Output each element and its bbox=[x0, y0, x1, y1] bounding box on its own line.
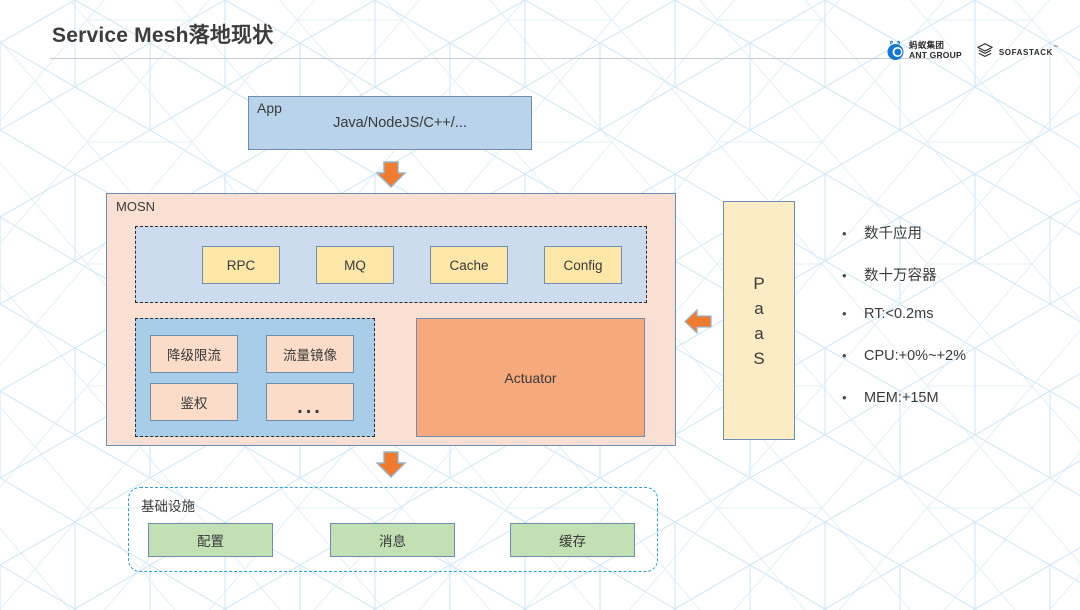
bullet-marker: • bbox=[842, 348, 847, 363]
logo-group: 蚂蚁集团 ANT GROUP SOFASTACK™ bbox=[887, 40, 1058, 61]
feature-chip-degrade-ratelimit[interactable]: 降级限流 bbox=[150, 335, 238, 373]
protocol-chip-mq[interactable]: MQ bbox=[316, 246, 394, 284]
paas-letter: a bbox=[754, 323, 764, 343]
ant-group-logo-icon bbox=[887, 40, 904, 60]
mosn-protocol-band: RPC MQ Cache Config bbox=[135, 226, 647, 303]
bullet-marker: • bbox=[842, 306, 847, 321]
list-item: • CPU:+0%~+2% bbox=[842, 348, 1067, 390]
infrastructure-chip-config[interactable]: 配置 bbox=[148, 523, 273, 557]
metric-label: 数十万容器 bbox=[864, 268, 937, 284]
infrastructure-label: 基础设施 bbox=[141, 499, 195, 514]
feature-chip-more[interactable]: ... bbox=[266, 383, 354, 421]
sofastack-logo-text: SOFASTACK bbox=[998, 47, 1053, 57]
app-languages-label: Java/NodeJS/C++/... bbox=[333, 115, 467, 131]
sofastack-logo: SOFASTACK™ bbox=[976, 42, 1058, 60]
infrastructure-chip-message[interactable]: 消息 bbox=[330, 523, 455, 557]
paas-letter: P bbox=[753, 273, 765, 293]
paas-letter: S bbox=[753, 348, 765, 368]
feature-chip-traffic-mirror[interactable]: 流量镜像 bbox=[266, 335, 354, 373]
mosn-box[interactable]: MOSN RPC MQ Cache Config 降级限流 流量镜像 鉴权 ..… bbox=[106, 193, 676, 446]
paas-letter: a bbox=[754, 298, 764, 318]
bullet-marker: • bbox=[842, 226, 847, 241]
actuator-box[interactable]: Actuator bbox=[416, 318, 645, 437]
ant-group-logo-en: ANT GROUP bbox=[909, 49, 962, 60]
metric-label: 数千应用 bbox=[864, 226, 922, 242]
ant-group-logo: 蚂蚁集团 ANT GROUP bbox=[887, 40, 962, 61]
infrastructure-box[interactable]: 基础设施 配置 消息 缓存 bbox=[128, 487, 658, 572]
list-item: • 数千应用 bbox=[842, 222, 1067, 264]
sofastack-trademark: ™ bbox=[1053, 44, 1058, 51]
header-divider bbox=[50, 58, 942, 59]
metric-label: CPU:+0%~+2% bbox=[864, 348, 966, 364]
mosn-feature-band: 降级限流 流量镜像 鉴权 ... bbox=[135, 318, 375, 437]
sofastack-logo-icon bbox=[977, 42, 993, 57]
mosn-box-label: MOSN bbox=[116, 199, 155, 214]
list-item: • 数十万容器 bbox=[842, 264, 1067, 306]
arrow-paas-to-mosn bbox=[683, 307, 713, 342]
paas-box-label: P a a S bbox=[753, 271, 764, 371]
metric-label: MEM:+15M bbox=[864, 390, 939, 406]
feature-chip-more-label: ... bbox=[297, 395, 323, 418]
metric-label: RT:<0.2ms bbox=[864, 306, 934, 322]
ant-group-logo-text: 蚂蚁集团 ANT GROUP bbox=[909, 40, 962, 60]
arrow-mosn-to-infrastructure bbox=[374, 450, 408, 485]
list-item: • MEM:+15M bbox=[842, 390, 1067, 432]
page-title: Service Mesh落地现状 bbox=[52, 24, 274, 47]
metrics-bullet-list: • 数千应用 • 数十万容器 • RT:<0.2ms • CPU:+0%~+2%… bbox=[842, 222, 1067, 432]
app-box-label: App bbox=[257, 100, 282, 116]
protocol-chip-cache[interactable]: Cache bbox=[430, 246, 508, 284]
feature-chip-auth[interactable]: 鉴权 bbox=[150, 383, 238, 421]
protocol-chip-config[interactable]: Config bbox=[544, 246, 622, 284]
list-item: • RT:<0.2ms bbox=[842, 306, 1067, 348]
infrastructure-chip-cache[interactable]: 缓存 bbox=[510, 523, 635, 557]
arrow-app-to-mosn bbox=[374, 160, 408, 195]
bullet-marker: • bbox=[842, 390, 847, 405]
paas-box[interactable]: P a a S bbox=[723, 201, 795, 440]
protocol-chip-rpc[interactable]: RPC bbox=[202, 246, 280, 284]
bullet-marker: • bbox=[842, 268, 847, 283]
app-box[interactable]: App Java/NodeJS/C++/... bbox=[248, 96, 532, 150]
slide-header: Service Mesh落地现状 蚂蚁集团 ANT GROUP bbox=[0, 0, 1080, 80]
